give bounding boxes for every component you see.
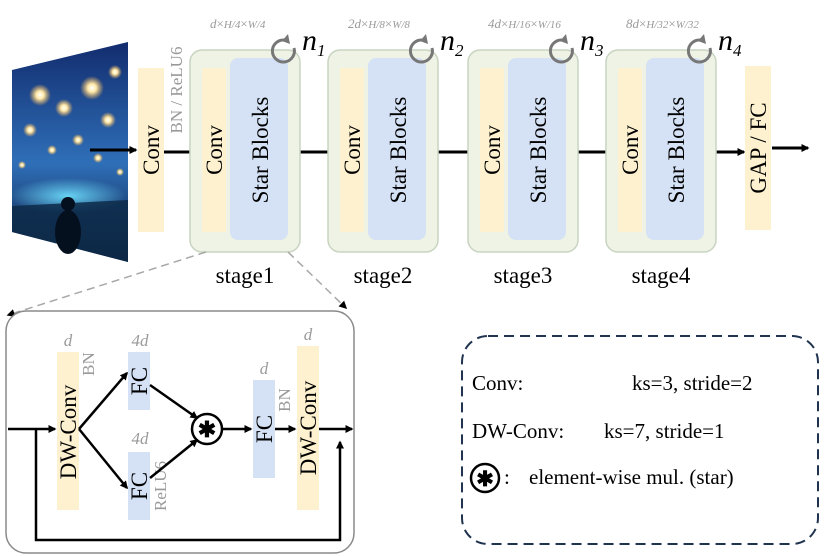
legend: Conv: ks=3, stride=2 DW-Conv: ks=7, stri…: [461, 335, 819, 545]
dwconv1-norm: BN: [79, 352, 98, 376]
block-arrows: [8, 371, 354, 542]
repeat-arrowhead-icon: [560, 34, 568, 44]
stem-conv-box: [138, 68, 164, 232]
fc-bottom-box: [128, 452, 150, 520]
dwconv2-dim: d: [304, 325, 313, 344]
star-blocks-label: Star Blocks: [664, 97, 689, 204]
stage-conv-box: [480, 68, 504, 232]
stage-conv-box: [340, 68, 364, 232]
head-label: GAP / FC: [746, 102, 771, 193]
stage-dim-label: 4d×H/16×W/16: [488, 16, 561, 31]
stage-conv-box: [618, 68, 642, 232]
zoom-connectors: [6, 251, 348, 317]
stage-conv-label: Conv: [480, 125, 505, 175]
star-blocks-label: Star Blocks: [526, 97, 551, 204]
stage-1: Conv Star Blocks d×H/4×W/4 n1 stage1: [189, 16, 326, 288]
stage-conv-label: Conv: [340, 125, 365, 175]
dwconv2-box: [297, 346, 319, 510]
stage-dim-label: d×H/4×W/4: [210, 16, 266, 31]
fc-top-box: [128, 352, 150, 410]
stage-4: Conv Star Blocks 8d×H/32×W/32 n4 stage4: [605, 16, 742, 288]
star-blocks-box: [368, 58, 426, 240]
stage-repeat-count: n4: [718, 24, 742, 60]
fc3-norm: BN: [275, 388, 294, 412]
input-image: [10, 42, 128, 262]
detail-frame: [5, 310, 355, 554]
legend-conv-name: Conv:: [472, 371, 523, 395]
legend-star-colon: :: [504, 465, 510, 489]
stage-repeat-count: n2: [440, 24, 464, 60]
dwconv1-dim: d: [64, 331, 73, 350]
stage-repeat-count: n1: [302, 24, 326, 60]
stem-conv-label: Conv: [139, 125, 164, 175]
repeat-arrowhead-icon: [282, 34, 290, 44]
repeat-loop-icon: [686, 38, 712, 64]
legend-star-circle: [469, 462, 501, 494]
stem-norm-label: BN / ReLU6: [167, 47, 186, 134]
star-blocks-box: [508, 58, 566, 240]
fc-top-dim: 4d: [132, 331, 150, 350]
star-blocks-box: [646, 58, 704, 240]
dwconv2-label: DW-Conv: [296, 380, 321, 475]
fc-bottom-dim: 4d: [132, 429, 150, 448]
star-block-detail: DW-Conv d BN FC 4d FC 4d ReLU6 ✱ FC d BN…: [5, 310, 355, 554]
head-box: [745, 66, 771, 230]
fc-top-label: FC: [127, 367, 152, 395]
repeat-arrowhead-icon: [420, 34, 428, 44]
stage-dim-label: 2d×H/8×W/8: [348, 16, 410, 31]
star-blocks-box: [230, 58, 288, 240]
legend-frame: [461, 335, 819, 545]
stage-label: stage4: [632, 263, 691, 288]
stage-conv-box: [202, 68, 226, 232]
dwconv1-box: [57, 352, 79, 510]
fc3-dim: d: [260, 359, 269, 378]
residual-connection: [34, 429, 344, 542]
dwconv1-label: DW-Conv: [56, 384, 81, 479]
stage-conv-label: Conv: [202, 125, 227, 175]
fc-bottom-label: FC: [127, 472, 152, 500]
head: GAP / FC: [745, 66, 771, 230]
fc3-label: FC: [252, 415, 277, 443]
legend-dwconv-name: DW-Conv:: [472, 419, 564, 443]
legend-dwconv-value: ks=7, stride=1: [604, 419, 725, 443]
legend-star-icon: ✱: [476, 467, 494, 491]
repeat-loop-icon: [270, 38, 296, 64]
stage-3: Conv Star Blocks 4d×H/16×W/16 n3 stage3: [467, 16, 604, 288]
legend-star-value: element-wise mul. (star): [529, 465, 734, 489]
stages: Conv Star Blocks d×H/4×W/4 n1 stage1 Conv Star…: [189, 16, 742, 288]
stage-label: stage3: [494, 263, 553, 288]
stem: Conv BN / ReLU6: [138, 47, 186, 232]
star-blocks-label: Star Blocks: [386, 97, 411, 204]
star-blocks-label: Star Blocks: [248, 97, 273, 204]
legend-conv-value: ks=3, stride=2: [632, 371, 753, 395]
repeat-loop-icon: [408, 38, 434, 64]
star-op-icon: ✱: [198, 417, 216, 442]
stage-dim-label: 8d×H/32×W/32: [626, 16, 699, 31]
fc3-box: [253, 380, 275, 478]
repeat-arrowhead-icon: [698, 34, 706, 44]
stage-label: stage2: [354, 263, 413, 288]
repeat-loop-icon: [548, 38, 574, 64]
stage-repeat-count: n3: [580, 24, 604, 60]
stage-2: Conv Star Blocks 2d×H/8×W/8 n2 stage2: [327, 16, 464, 288]
stage-conv-label: Conv: [618, 125, 643, 175]
stage-label: stage1: [216, 263, 275, 288]
